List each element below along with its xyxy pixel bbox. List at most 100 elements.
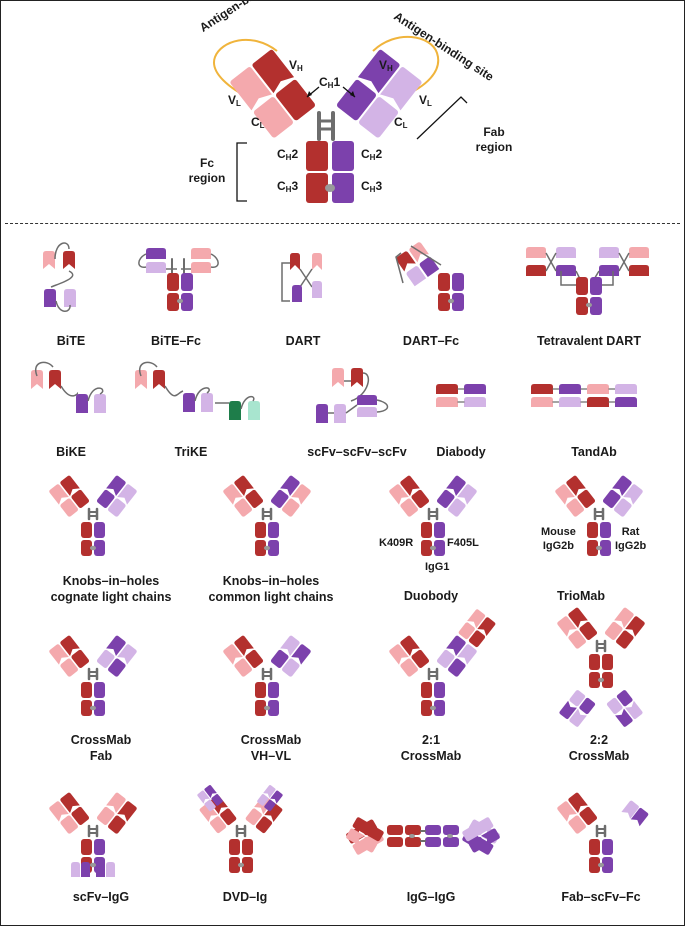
domain-block (167, 293, 179, 311)
domain-block (76, 394, 88, 413)
format-triomab (555, 475, 643, 556)
domain-block (290, 253, 300, 270)
domain-block (230, 67, 272, 111)
domain-block (436, 489, 455, 508)
domain-block (579, 806, 598, 825)
ch3-right-label: CH3 (361, 179, 383, 194)
domain-block (629, 265, 649, 276)
domain-block (474, 817, 494, 835)
format-tandab (531, 384, 637, 407)
domain-block (600, 522, 611, 538)
linker (350, 372, 370, 402)
domain-block (438, 293, 450, 311)
label-dart: DART (285, 334, 321, 348)
domain-block (201, 393, 213, 412)
knob-marker (598, 677, 604, 683)
domain-block (181, 293, 193, 311)
domain-block (223, 484, 243, 505)
fab-arm (49, 792, 90, 834)
format-crossmab-vhvl (223, 635, 311, 716)
domain-block (587, 397, 609, 407)
domain-block (396, 251, 416, 272)
format-scfv-igg (49, 792, 137, 877)
domain-block (255, 540, 266, 556)
knob-marker (238, 862, 244, 868)
fab-arm (223, 475, 264, 517)
fab-arm (389, 475, 430, 517)
domain-block (419, 256, 440, 278)
domain-block (229, 401, 241, 420)
arrow-head (307, 91, 312, 97)
format-scfv3 (316, 368, 389, 423)
domain-block (436, 649, 455, 668)
domain-block (434, 522, 445, 538)
linker (194, 387, 210, 402)
domain-block (405, 825, 421, 835)
domain-block (234, 635, 254, 656)
domain-block (400, 475, 420, 496)
domain-block (602, 489, 621, 508)
domain-block (81, 522, 92, 538)
vh-left-label: VH (289, 58, 303, 73)
fab-arm (270, 475, 311, 517)
domain-block (264, 803, 283, 823)
domain-block (467, 609, 486, 629)
domain-block (616, 690, 633, 707)
knob-marker (447, 834, 453, 838)
fab-arm (557, 607, 598, 649)
domain-block (589, 672, 600, 688)
fab-arm (96, 475, 137, 517)
domain-block (44, 289, 56, 307)
domain-block (367, 825, 384, 842)
linker (416, 96, 468, 140)
domain-block (245, 649, 264, 668)
vl-left-label: VL (228, 93, 241, 108)
domain-block (117, 484, 137, 505)
domain-block (60, 498, 78, 517)
domain-block (387, 837, 403, 847)
linker (376, 399, 389, 413)
linker (240, 395, 255, 410)
domain-block (60, 475, 80, 496)
fab-arm (559, 690, 596, 727)
fab-arm (606, 690, 643, 727)
domain-block (443, 825, 459, 835)
domain-block (438, 273, 450, 291)
domain-block (94, 682, 105, 698)
domain-block (81, 682, 92, 698)
domain-block (600, 540, 611, 556)
domain-block (209, 816, 227, 834)
knob-marker (90, 545, 96, 551)
domain-block (411, 649, 430, 668)
domain-block (576, 277, 588, 295)
label-fab-scfv-fc: Fab–scFv–Fc (561, 890, 641, 904)
domain-block (108, 498, 126, 517)
domain-block (291, 484, 311, 505)
domain-block (576, 297, 588, 315)
domain-block (590, 277, 602, 295)
domain-block (602, 857, 613, 873)
domain-block (106, 862, 115, 877)
domain-block (602, 654, 613, 670)
domain-block (351, 368, 363, 387)
domain-block (568, 630, 586, 649)
section-divider (5, 223, 680, 224)
domain-block (446, 635, 466, 656)
domain-block (253, 97, 293, 138)
domain-block (229, 857, 240, 873)
domain-block (255, 682, 266, 698)
domain-block (199, 803, 218, 823)
fab-arm (49, 635, 90, 677)
domain-block (630, 807, 649, 827)
domain-block (389, 484, 409, 505)
linker (372, 36, 440, 98)
knob-marker (448, 298, 454, 304)
arrow-head (350, 91, 355, 97)
label-bike: BiKE (56, 445, 86, 459)
domain-block (63, 251, 75, 269)
domain-block (346, 828, 365, 846)
